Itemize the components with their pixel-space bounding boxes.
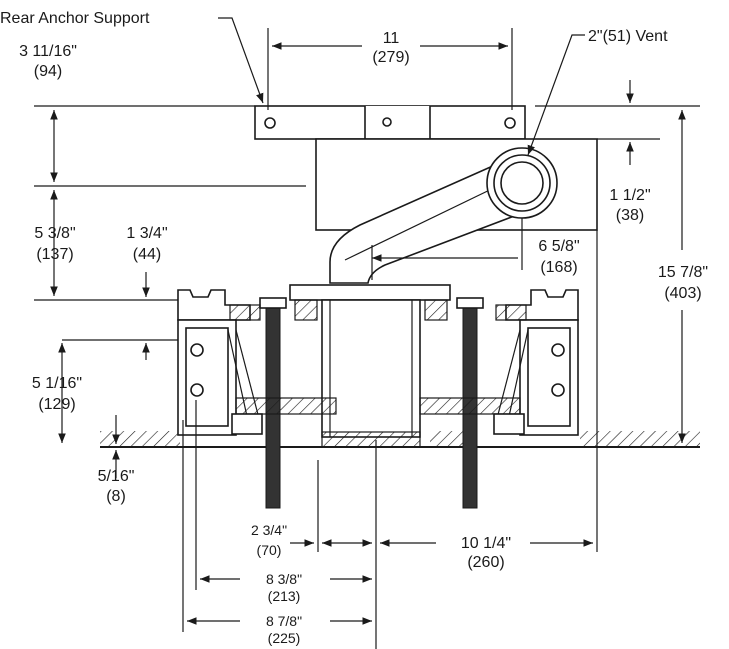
- dim-bottom-c-metric: (213): [268, 588, 301, 604]
- dim-vent-drop-metric: (38): [616, 207, 644, 224]
- dim-top-width-metric: (279): [372, 49, 409, 66]
- right-side-assembly: [419, 289, 579, 436]
- floor-line: [100, 431, 700, 448]
- dim-vent-drop: 1 1/2": [609, 187, 650, 204]
- dim-top-width: 11: [383, 30, 400, 47]
- rear-anchor-label: Rear Anchor Support: [0, 10, 150, 27]
- dim-bottom-b-metric: (260): [467, 554, 504, 571]
- dim-left-mid: 5 3/8": [34, 225, 75, 242]
- vent-label: 2"(51) Vent: [588, 28, 668, 45]
- center-body: [289, 284, 451, 448]
- dim-left-floor-metric: (8): [106, 488, 126, 505]
- dim-vent-offset-metric: (168): [540, 259, 577, 276]
- dim-left-mid-metric: (137): [36, 246, 73, 263]
- dim-vent-offset: 6 5/8": [538, 238, 579, 255]
- dim-left-mid2: 1 3/4": [126, 225, 167, 242]
- dim-left-top-metric: (94): [34, 63, 62, 80]
- dim-left-mid2-metric: (44): [133, 246, 161, 263]
- left-side-assembly: [177, 289, 337, 436]
- dimension-lines: [34, 17, 700, 649]
- dim-left-low: 5 1/16": [32, 375, 82, 392]
- dim-left-top: 3 11/16": [19, 43, 77, 60]
- dim-total-height: 15 7/8": [658, 264, 708, 281]
- dim-bottom-a: 2 3/4": [251, 522, 287, 538]
- dimension-labels: 11 (279) 3 11/16" (94) 5 3/8" (137) 1 3/…: [19, 30, 708, 646]
- dim-left-floor: 5/16": [98, 468, 135, 485]
- dim-bottom-c: 8 3/8": [266, 571, 302, 587]
- dim-bottom-d: 8 7/8": [266, 613, 302, 629]
- callout-labels: Rear Anchor Support 2"(51) Vent: [0, 10, 668, 45]
- dim-left-low-metric: (129): [38, 396, 75, 413]
- dim-total-height-metric: (403): [664, 285, 701, 302]
- dim-bottom-b: 10 1/4": [461, 535, 511, 552]
- dim-bottom-a-metric: (70): [257, 542, 282, 558]
- vent-pipe: [329, 147, 558, 284]
- dim-bottom-d-metric: (225): [268, 630, 301, 646]
